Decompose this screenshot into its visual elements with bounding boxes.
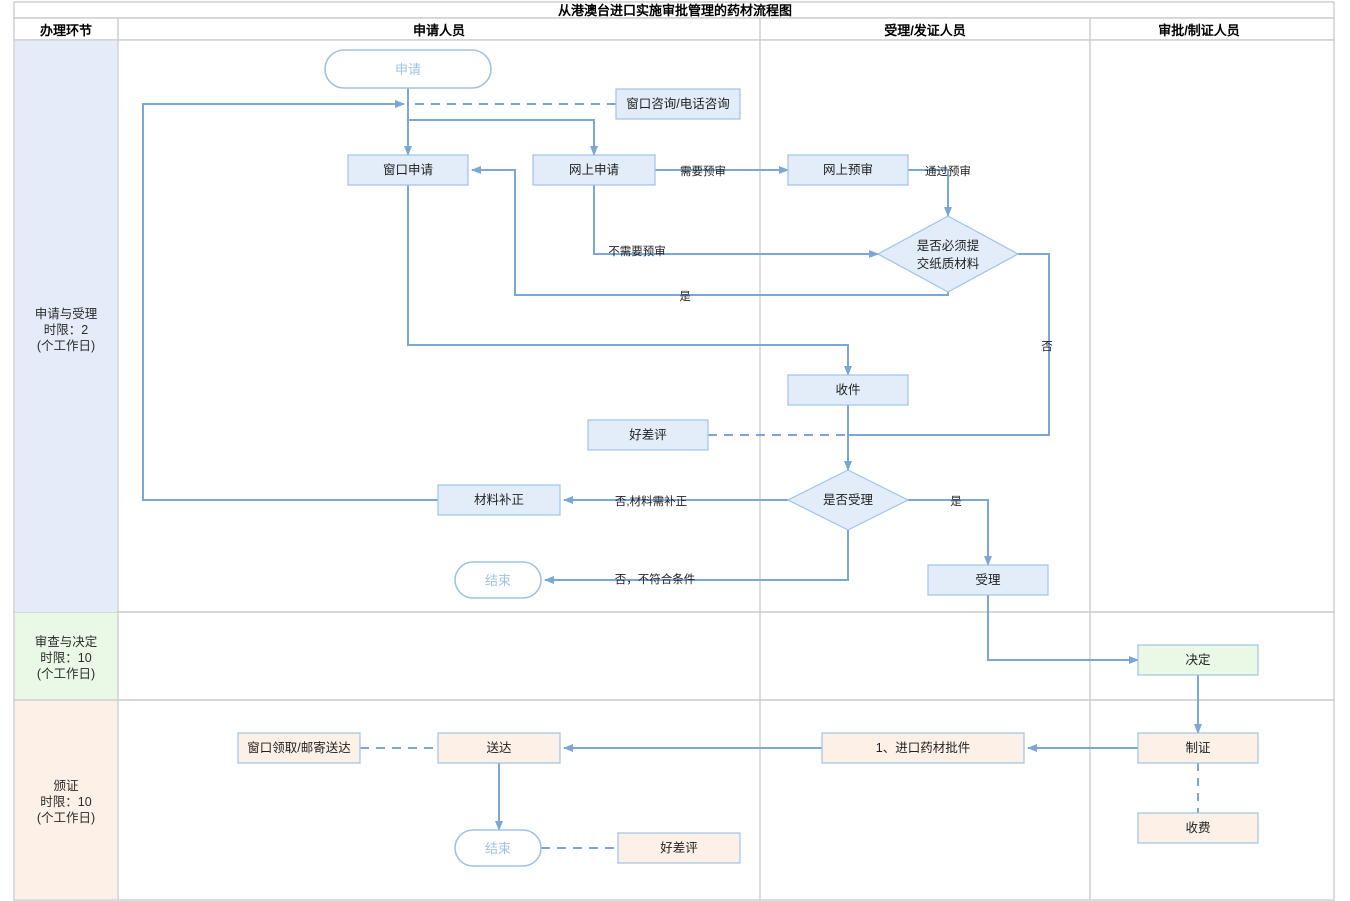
node-accepted-label: 受理 xyxy=(975,573,1001,587)
node-paper-required-line2: 交纸质材料 xyxy=(917,256,980,271)
table-frame xyxy=(13,1,1335,901)
lane1-line3: (个工作日) xyxy=(37,339,95,353)
node-apply-start-label: 申请 xyxy=(395,62,421,77)
node-review-top[interactable]: 好差评 xyxy=(587,419,709,451)
column-header-stage: 办理环节 xyxy=(40,23,92,38)
edge-window-apply-to-receive xyxy=(407,185,852,376)
edge-label-accept-yes: 是 xyxy=(950,495,962,508)
node-online-apply[interactable]: 网上申请 xyxy=(532,154,656,186)
node-fee-label: 收费 xyxy=(1185,821,1210,835)
node-accept-decision-label: 是否受理 xyxy=(823,493,874,507)
node-end-reject[interactable]: 结束 xyxy=(454,561,542,599)
node-end-reject-label: 结束 xyxy=(485,573,511,588)
lane3-line3: (个工作日) xyxy=(37,811,95,825)
edge-material-fix-loopback xyxy=(142,100,438,501)
node-receive-label: 收件 xyxy=(835,383,860,397)
edge-label-no-prereview: 不需要预审 xyxy=(608,244,666,258)
node-cert-doc[interactable]: 1、进口药材批件 xyxy=(821,732,1025,764)
node-online-apply-label: 网上申请 xyxy=(569,163,619,177)
node-online-prereview-label: 网上预审 xyxy=(823,162,873,177)
node-online-prereview[interactable]: 网上预审 xyxy=(787,154,909,186)
node-pickup[interactable]: 窗口领取/邮寄送达 xyxy=(237,732,361,764)
node-make-cert[interactable]: 制证 xyxy=(1137,732,1259,764)
edge-accepted-to-decision xyxy=(987,595,1139,664)
node-fee[interactable]: 收费 xyxy=(1137,812,1259,844)
lane2-line3: (个工作日) xyxy=(37,667,95,681)
node-consult-label: 窗口咨询/电话咨询 xyxy=(626,96,729,111)
node-make-cert-label: 制证 xyxy=(1185,741,1211,755)
node-end-final-label: 结束 xyxy=(485,841,511,856)
node-window-apply-label: 窗口申请 xyxy=(383,163,433,177)
edge-label-not-qualified: 否，不符合条件 xyxy=(615,572,696,586)
node-decision-label: 决定 xyxy=(1185,652,1210,667)
node-apply-start[interactable]: 申请 xyxy=(324,49,492,89)
node-decision[interactable]: 决定 xyxy=(1137,644,1259,676)
page-title: 从港澳台进口实施审批管理的药材流程图 xyxy=(558,3,792,18)
node-cert-doc-label: 1、进口药材批件 xyxy=(876,740,970,755)
lane-cell-apply-accept: 申请与受理 时限：2 (个工作日) xyxy=(15,41,117,612)
lane2-line1: 审查与决定 xyxy=(35,634,98,649)
node-pickup-label: 窗口领取/邮寄送达 xyxy=(247,740,351,755)
connectors xyxy=(142,88,1202,849)
node-window-apply[interactable]: 窗口申请 xyxy=(347,154,469,186)
node-material-fix[interactable]: 材料补正 xyxy=(437,484,561,516)
edge-label-need-fix: 否,材料需补正 xyxy=(615,494,687,508)
lane1-line2: 时限：2 xyxy=(44,323,89,337)
edge-label-need-prereview: 需要预审 xyxy=(680,164,726,178)
node-review-top-label: 好差评 xyxy=(629,428,667,442)
node-paper-required-decision[interactable]: 是否必须提 交纸质材料 xyxy=(876,215,1020,293)
lane1-line1: 申请与受理 xyxy=(35,307,98,321)
edge-label-paper-no: 否 xyxy=(1041,341,1053,353)
edge-junction-to-online-apply xyxy=(408,119,598,156)
node-review-bottom[interactable]: 好差评 xyxy=(617,832,741,864)
edge-prereview-to-paper-decision xyxy=(908,169,952,217)
edge-accept-yes-to-accepted xyxy=(908,499,992,566)
edge-label-pass-prereview: 通过预审 xyxy=(925,164,971,178)
edge-paper-yes-to-window-apply xyxy=(471,166,949,296)
node-paper-required-line1: 是否必须提 xyxy=(917,238,980,253)
node-consult[interactable]: 窗口咨询/电话咨询 xyxy=(615,88,741,120)
lane3-line2: 时限：10 xyxy=(40,795,91,809)
node-receive[interactable]: 收件 xyxy=(787,374,909,406)
lane-cell-issue: 颁证 时限：10 (个工作日) xyxy=(15,701,117,899)
column-header-approver: 审批/制证人员 xyxy=(1158,23,1240,38)
edge-label-paper-yes: 是 xyxy=(679,290,691,303)
lane-cell-review-decide: 审查与决定 时限：10 (个工作日) xyxy=(15,613,117,699)
lane3-line1: 颁证 xyxy=(53,779,79,793)
edge-labels: 需要预审 通过预审 不需要预审 是 否 否,材料需补正 是 否，不符合条件 xyxy=(608,164,1053,586)
lane2-line2: 时限：10 xyxy=(40,651,91,665)
edge-online-apply-no-prereview xyxy=(593,185,879,258)
node-accepted[interactable]: 受理 xyxy=(927,564,1049,596)
node-deliver-label: 送达 xyxy=(486,740,512,755)
edge-accept-no-end xyxy=(544,530,849,584)
node-review-bottom-label: 好差评 xyxy=(660,841,698,855)
column-header-applicant: 申请人员 xyxy=(413,23,465,38)
node-end-final[interactable]: 结束 xyxy=(454,829,542,867)
edge-paper-no-to-receive-line xyxy=(848,253,1050,436)
node-material-fix-label: 材料补正 xyxy=(474,492,524,507)
column-header-acceptor: 受理/发证人员 xyxy=(884,23,966,38)
node-accept-decision[interactable]: 是否受理 xyxy=(786,469,910,531)
node-deliver[interactable]: 送达 xyxy=(437,732,561,764)
